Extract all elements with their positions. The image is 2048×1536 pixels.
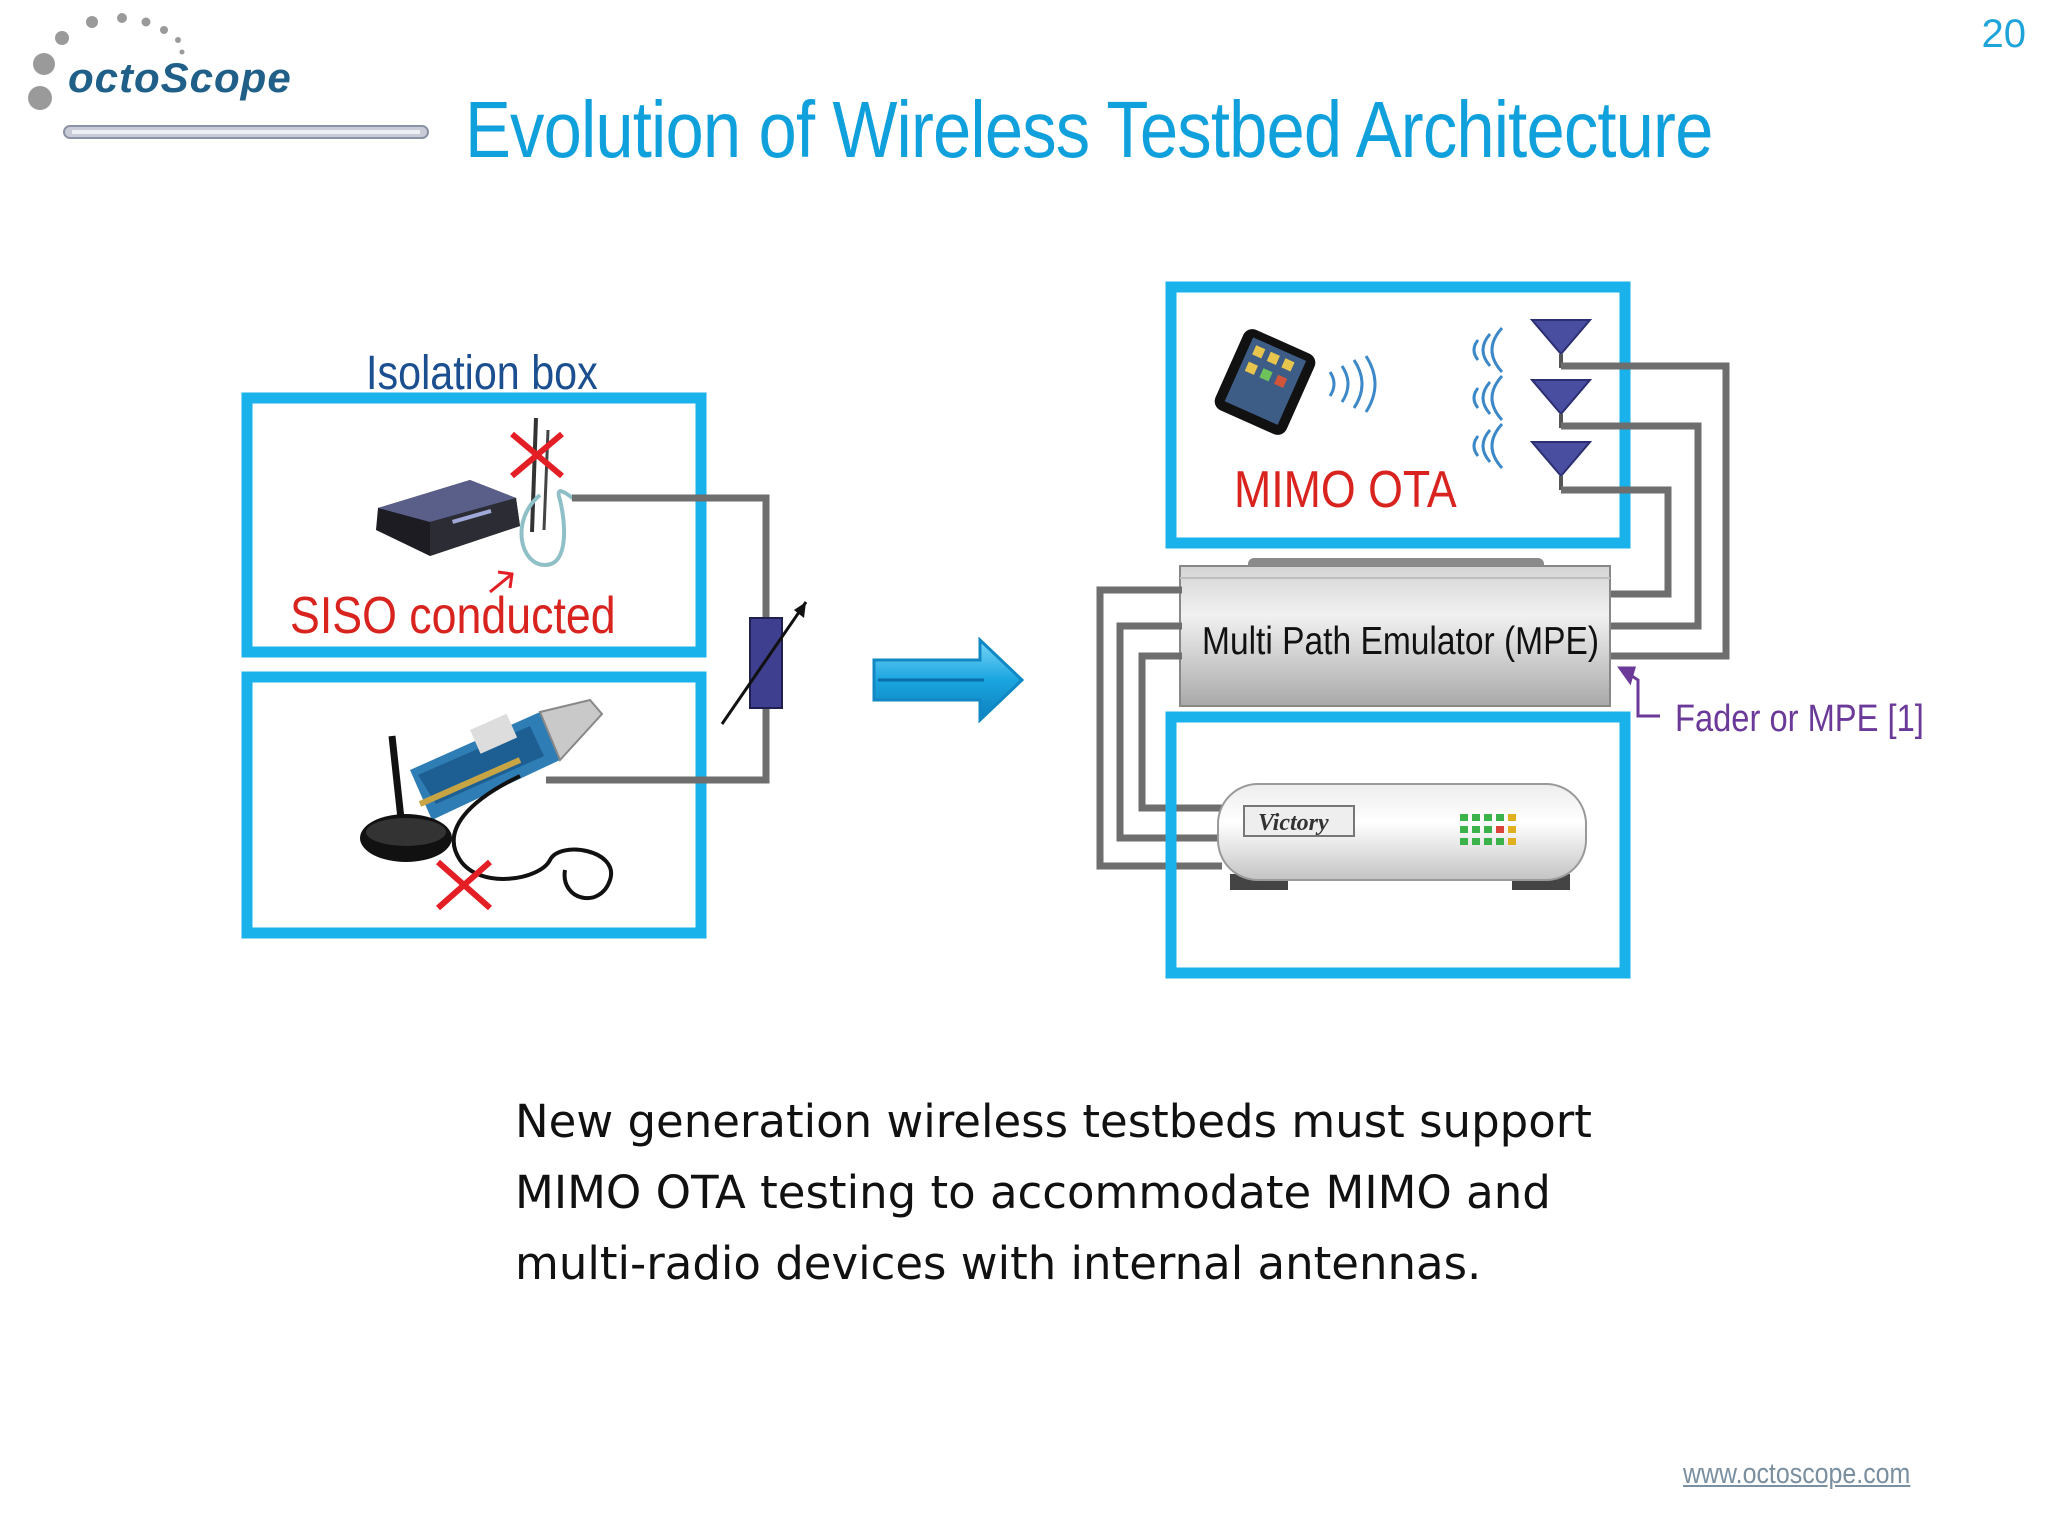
ota-cables	[1561, 362, 1730, 660]
siso-conducted-label: SISO conducted	[290, 587, 616, 645]
mimo-ota-box	[1165, 281, 1631, 549]
coax-cable-bottom	[546, 708, 770, 784]
mimo-ota-label: MIMO OTA	[1234, 461, 1457, 519]
body-text: New generation wireless testbeds must su…	[515, 1095, 1592, 1290]
fader-label: Fader or MPE [1]	[1675, 698, 1924, 740]
antenna-waves-icon	[1472, 326, 1504, 470]
rf-cable-pigtail	[519, 489, 577, 568]
smartphone-icon	[1214, 329, 1316, 435]
isolation-box-top	[241, 392, 707, 658]
mpe-device	[1179, 558, 1611, 707]
wifi-card-icon	[410, 698, 604, 820]
fader-pointer-icon	[1617, 666, 1660, 718]
victory-device-icon	[1217, 783, 1587, 890]
dut-box	[1165, 711, 1631, 979]
logo-text: octoScope	[68, 54, 292, 101]
victory-brand-label: Victory	[1258, 810, 1329, 836]
footer-link[interactable]: www.octoscope.com	[1683, 1458, 1911, 1490]
coax-cable-top	[572, 494, 770, 618]
antenna-removed-x-icon-2	[436, 859, 492, 911]
isolation-box-label: Isolation box	[366, 347, 598, 400]
antenna-cable	[451, 774, 614, 900]
variable-attenuator-icon	[720, 601, 808, 725]
signal-waves-icon	[1328, 355, 1377, 413]
mpe-label: Multi Path Emulator (MPE)	[1202, 620, 1599, 663]
router-icon	[376, 417, 550, 556]
antenna-removed-x-icon	[510, 431, 564, 479]
slide-number: 20	[1981, 12, 2027, 56]
page-title: Evolution of Wireless Testbed Architectu…	[465, 85, 1713, 174]
isolation-box-bottom	[241, 671, 707, 939]
red-arrow-icon	[489, 570, 514, 594]
mag-antenna-icon	[360, 735, 452, 862]
ota-antenna-icon	[1529, 319, 1593, 490]
